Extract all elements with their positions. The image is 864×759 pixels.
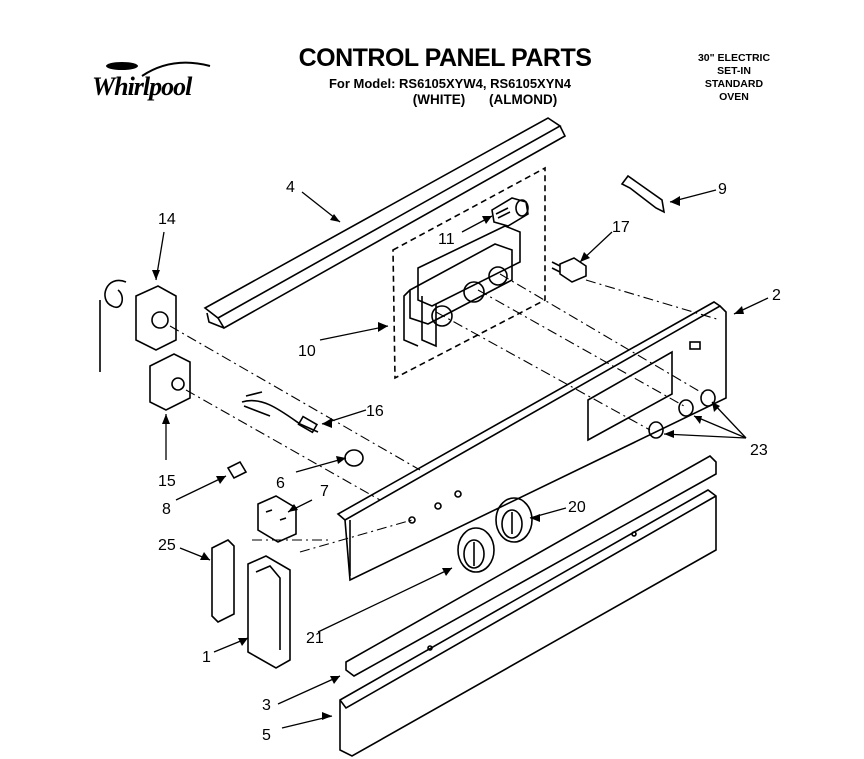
oven-type-line: 30" ELECTRIC xyxy=(697,52,771,64)
part-8-clip xyxy=(226,460,248,480)
callout-6: 6 xyxy=(276,475,285,492)
color-almond: (ALMOND) xyxy=(489,92,558,107)
part-25-end-cap xyxy=(211,539,235,623)
part-3-trim-strip xyxy=(203,117,567,330)
part-20-knob xyxy=(495,497,533,543)
part-14-sensor xyxy=(99,279,177,372)
callout-7: 7 xyxy=(320,483,329,500)
part-1-side-trim xyxy=(247,555,291,669)
callout-14: 14 xyxy=(158,211,176,228)
part-4-lower-trim xyxy=(345,455,717,677)
part-23-bushings xyxy=(648,389,716,439)
color-line: (WHITE) (ALMOND) xyxy=(360,92,610,107)
callout-15: 15 xyxy=(158,473,176,490)
brand-name: Whirlpool xyxy=(92,72,192,101)
whirlpool-logo xyxy=(106,61,211,77)
part-16-harness xyxy=(241,391,319,434)
callout-2: 2 xyxy=(772,287,781,304)
page-title: CONTROL PANEL PARTS xyxy=(298,44,592,72)
callout-4: 3 xyxy=(262,697,271,714)
callout-23: 23 xyxy=(750,442,768,459)
callout-9: 9 xyxy=(718,181,727,198)
part-15-switch-box xyxy=(149,353,191,411)
color-white: (WHITE) xyxy=(412,92,466,107)
callout-17: 17 xyxy=(612,219,630,236)
callout-16: 16 xyxy=(366,403,384,420)
part-2-control-panel xyxy=(336,301,727,582)
callout-8: 8 xyxy=(162,501,171,518)
part-21-knob xyxy=(457,527,495,573)
part-6-stem xyxy=(344,449,364,467)
dashed-assembly-box xyxy=(392,166,546,380)
callout-1: 1 xyxy=(202,649,211,666)
part-11-switch xyxy=(491,197,529,227)
part-5-bottom-trim xyxy=(339,489,717,757)
model-line: For Model: RS6105XYW4, RS6105XYN4 xyxy=(328,76,572,91)
assembly-lines xyxy=(169,273,721,553)
callout-10: 10 xyxy=(298,343,316,360)
callout-3: 4 xyxy=(286,179,295,196)
arrowheads xyxy=(152,196,744,720)
part-17-connector xyxy=(551,257,587,283)
callout-5: 5 xyxy=(262,727,271,744)
callout-21: 21 xyxy=(306,630,324,647)
part-7-mounting-plate xyxy=(257,495,297,543)
oven-type: 30" ELECTRIC SET-IN STANDARD OVEN xyxy=(674,52,794,104)
oven-type-line: SET-IN xyxy=(717,65,751,77)
callout-25: 25 xyxy=(158,537,176,554)
oven-type-line: OVEN xyxy=(719,91,749,103)
part-10-control-housing xyxy=(403,225,521,348)
part-9-bracket xyxy=(620,174,666,214)
callout-20: 20 xyxy=(568,499,586,516)
oven-type-line: STANDARD xyxy=(704,78,764,90)
callout-11: 11 xyxy=(438,231,455,248)
